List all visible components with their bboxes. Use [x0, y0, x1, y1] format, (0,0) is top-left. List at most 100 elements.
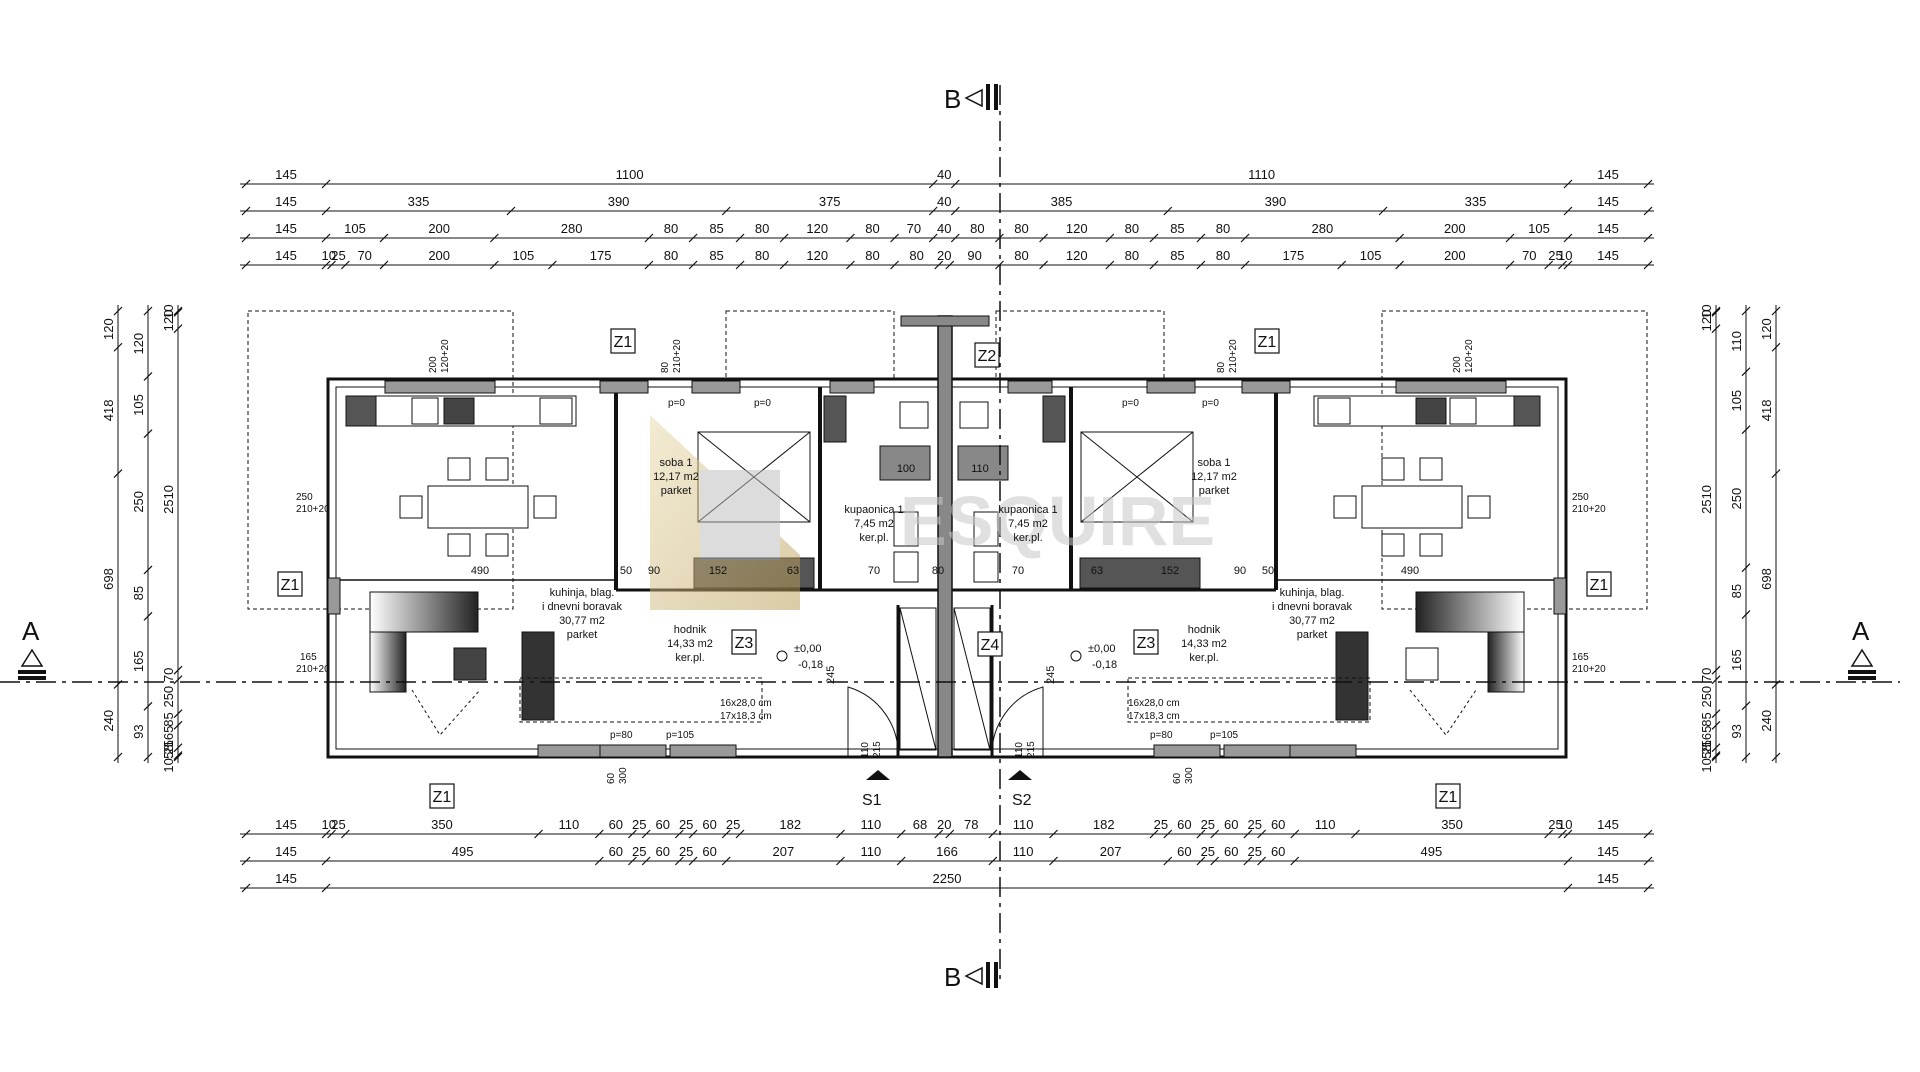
tag-z4: Z4 [981, 637, 1000, 654]
dim-left-inner-tick-2 [143, 429, 153, 439]
cut-label-top: B [944, 84, 961, 114]
watermark-text: ESQUIRE [900, 482, 1215, 560]
dim-top-tick-3-23 [1505, 260, 1515, 270]
dim-top-label-3-15: 80 [1014, 248, 1028, 263]
dim-bottom-tick-0-23 [1257, 829, 1267, 839]
dim-bottom-tick-0-27 [1558, 829, 1567, 839]
dim-top-tick-3-11 [845, 260, 855, 270]
dim-bottom-tick-0-18 [1149, 829, 1159, 839]
dim-left-mid-tick-4 [173, 675, 183, 685]
dim-bottom-label-1-2: 60 [609, 844, 623, 859]
dim-top-label-3-12: 80 [909, 248, 923, 263]
dim-bottom-label-2-2: 145 [1597, 871, 1619, 886]
dim-bottom-label-1-18: 145 [1597, 844, 1619, 859]
dim-right-mid-label-5: 85 [1699, 712, 1714, 726]
dim-top-tick-3-24 [1544, 260, 1554, 270]
dim-bottom-label-0-9: 60 [702, 817, 716, 832]
dim-top-tick-3-8 [688, 260, 698, 270]
entry-doors [847, 686, 1044, 758]
stair-specs: 16x28,0 cm 17x18,3 cm 16x28,0 cm 17x18,3… [720, 698, 1180, 722]
dim-top-label-3-24: 25 [1548, 248, 1562, 263]
opening-right-living-height: 210+20 [1572, 664, 1606, 675]
dim-top-tick-3-7 [644, 260, 654, 270]
dim-top-label-3-14: 90 [967, 248, 981, 263]
dim-bottom-label-0-27: 10 [1558, 817, 1572, 832]
dim-top-label-2-10: 40 [937, 221, 951, 236]
tag-z3-left: Z3 [735, 635, 754, 652]
dim-bottom-label-1-8: 110 [860, 844, 881, 859]
dim-bottom-label-0-7: 60 [656, 817, 670, 832]
dim-left-mid-label-1: 120 [161, 310, 176, 332]
opening-right-door-height: 215 [1026, 741, 1037, 758]
room-right-bedroom-name: soba 1 [1197, 457, 1230, 469]
dim-bottom-label-0-2: 25 [331, 817, 345, 832]
dim-right-inner-tick-0 [1741, 306, 1751, 316]
dim-top-tick-3-20 [1240, 260, 1250, 270]
dim-top-label-1-2: 390 [608, 194, 630, 209]
room-right-bedroom-floor: parket [1199, 485, 1230, 497]
dim-left-inner-label-4: 165 [131, 650, 146, 672]
dim-right-mid-tick-6 [1711, 720, 1721, 730]
dim-left-inner-tick-3 [143, 565, 153, 575]
sill-left-bed: p=0 [668, 398, 685, 409]
inner-dim-80: 80 [932, 565, 944, 577]
dim-top-label-3-25: 10 [1558, 248, 1572, 263]
dim-bottom-label-0-20: 25 [1201, 817, 1215, 832]
dim-top-label-3-10: 120 [806, 248, 828, 263]
dim-top-tick-2-8 [845, 233, 855, 243]
dim-left-inner-label-0: 120 [131, 333, 146, 355]
inner-dim-110: 110 [971, 463, 989, 475]
dim-left-outer-label-1: 418 [101, 400, 116, 422]
room-left-kitchen-line2: i dnevni boravak [542, 601, 623, 613]
inner-dim-left-152: 152 [709, 565, 727, 577]
dim-top-tick-2-7 [779, 233, 789, 243]
inner-dim-left-90: 90 [648, 565, 660, 577]
dining-tables [399, 457, 1491, 557]
inner-dim-right-70: 70 [1012, 565, 1024, 577]
dim-bottom-label-2-0: 145 [275, 871, 297, 886]
room-left-kitchen-area: 30,77 m2 [559, 615, 605, 627]
dim-top-tick-3-5 [489, 260, 499, 270]
room-left-hall-floor: ker.pl. [675, 652, 704, 664]
dim-bottom-tick-0-22 [1243, 829, 1253, 839]
dim-left-outer-label-2: 698 [101, 568, 116, 590]
dim-bottom-label-0-6: 25 [632, 817, 646, 832]
dim-top-tick-2-20 [1563, 233, 1573, 243]
dim-left-mid-label-8: 10.25 [161, 740, 176, 773]
dim-top-tick-3-10 [779, 260, 789, 270]
dim-top-label-3-18: 85 [1170, 248, 1184, 263]
dim-bottom-label-0-15: 78 [964, 817, 978, 832]
dim-top-tick-1-4 [928, 206, 938, 216]
dim-top-label-3-16: 120 [1066, 248, 1088, 263]
dim-bottom-tick-1-19 [1643, 856, 1653, 866]
opening-right-terrace-height: 210+20 [1572, 504, 1606, 515]
room-left-hall-name: hodnik [674, 624, 707, 636]
dim-bottom-label-1-12: 60 [1177, 844, 1191, 859]
dim-top-tick-1-1 [321, 206, 331, 216]
dim-right-inner-tick-6 [1741, 752, 1751, 762]
dim-top-label-1-0: 145 [275, 194, 297, 209]
dim-top-label-3-1: 10 [322, 248, 336, 263]
dim-left-mid-label-3: 70 [161, 668, 176, 682]
dim-left-mid-tick-9 [173, 752, 183, 762]
dim-top-label-3-13: 20 [937, 248, 951, 263]
level-markers: ±0,00 -0,18 ±0,00 -0,18 [776, 643, 1117, 671]
inner-dim-right-490: 490 [1401, 565, 1419, 577]
dim-top-tick-2-10 [928, 233, 938, 243]
dim-bottom-label-0-23: 60 [1271, 817, 1285, 832]
dim-bottom-label-0-8: 25 [679, 817, 693, 832]
dim-bottom-tick-0-4 [534, 829, 543, 839]
dim-right-inner-label-5: 93 [1729, 724, 1744, 738]
dim-top-label-2-6: 80 [755, 221, 769, 236]
dim-top-label-3-0: 145 [275, 248, 297, 263]
opening-left-window-height-1: 300 [618, 767, 629, 784]
dim-left-mid-label-2: 2510 [161, 485, 176, 514]
room-left-kitchen-line1: kuhinja, blag. [550, 587, 615, 599]
dim-left-mid-label-6: 165 [161, 726, 176, 748]
dim-right-mid-label-2: 2510 [1699, 485, 1714, 514]
opening-left-terrace-width: 250 [296, 492, 313, 503]
room-labels: kuhinja, blag. i dnevni boravak 30,77 m2… [542, 457, 1353, 664]
dim-top-tick-3-12 [890, 260, 899, 270]
dim-bottom-tick-0-13 [896, 829, 906, 839]
opening-left-door-height: 215 [872, 741, 883, 758]
